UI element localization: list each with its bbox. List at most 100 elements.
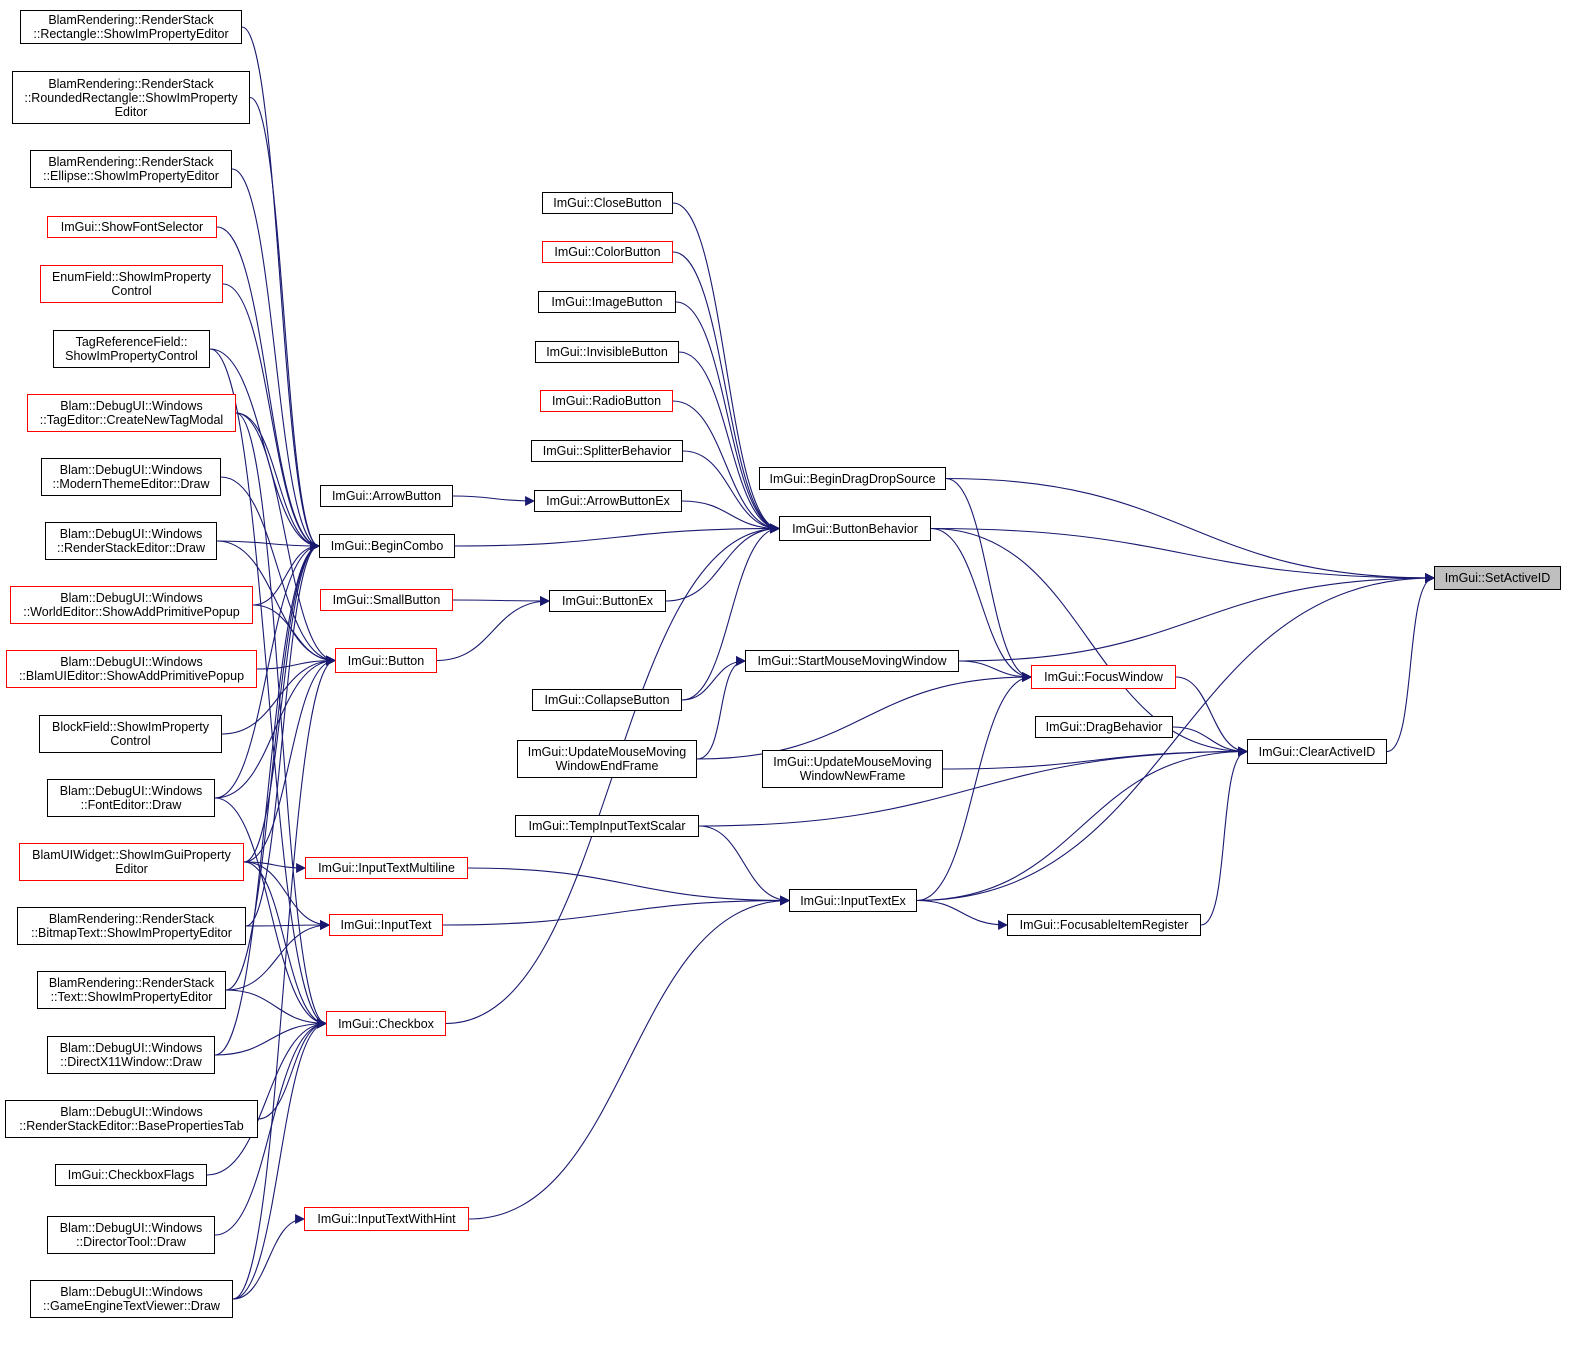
node-blam-debugui-windows-worldeditor-showaddprimitivepopup[interactable]: Blam::DebugUI::Windows::WorldEditor::Sho…	[10, 586, 253, 624]
edge-n45-n50	[916, 573, 1435, 902]
node-label: WindowEndFrame	[555, 759, 659, 773]
node-label: BlamRendering::RenderStack	[48, 976, 215, 990]
node-blam-debugui-windows-renderstackeditor-basepropertiestab[interactable]: Blam::DebugUI::Windows::RenderStackEdito…	[5, 1100, 258, 1138]
node-imgui-dragbehavior[interactable]: ImGui::DragBehavior	[1035, 716, 1173, 738]
node-label: ImGui::BeginCombo	[330, 539, 444, 553]
node-imgui-collapsebutton[interactable]: ImGui::CollapseButton	[532, 689, 682, 711]
node-blam-debugui-windows-directx11window-draw[interactable]: Blam::DebugUI::Windows::DirectX11Window:…	[47, 1036, 215, 1074]
edge-n46-n49	[1175, 676, 1248, 757]
node-label: ::WorldEditor::ShowAddPrimitivePopup	[23, 605, 240, 619]
node-imgui-inputtextmultiline[interactable]: ImGui::InputTextMultiline	[305, 857, 468, 879]
edge-n19-n28	[206, 1018, 327, 1176]
node-label: ImGui::FocusWindow	[1044, 670, 1163, 684]
edge-n38-n43	[681, 656, 746, 701]
node-imgui-arrowbuttonex[interactable]: ImGui::ArrowButtonEx	[534, 490, 682, 512]
node-blamrendering-renderstack-ellipse-showimpropertyeditor[interactable]: BlamRendering::RenderStack::Ellipse::Sho…	[30, 150, 232, 188]
node-imgui-smallbutton[interactable]: ImGui::SmallButton	[320, 589, 453, 611]
node-label: ImGui::ClearActiveID	[1258, 744, 1376, 759]
edge-n25-n37	[436, 596, 550, 662]
node-label: Blam::DebugUI::Windows	[59, 463, 203, 477]
node-label: ImGui::UpdateMouseMoving	[527, 745, 687, 759]
node-imgui-arrowbutton[interactable]: ImGui::ArrowButton	[320, 485, 453, 507]
node-label: ImGui::SmallButton	[332, 593, 441, 607]
edge-n10-n23	[252, 541, 320, 606]
node-label: ImGui::FocusableItemRegister	[1019, 918, 1189, 932]
node-blamrendering-renderstack-rectangle-showimpropertyeditor[interactable]: BlamRendering::RenderStack::Rectangle::S…	[20, 10, 242, 44]
edge-n37-n42	[665, 523, 780, 602]
edge-n17-n28	[214, 1018, 327, 1056]
edge-n3-n23	[231, 168, 320, 551]
node-blam-debugui-windows-fonteditor-draw[interactable]: Blam::DebugUI::Windows::FontEditor::Draw	[47, 779, 215, 817]
node-imgui-invisiblebutton[interactable]: ImGui::InvisibleButton	[535, 341, 679, 363]
node-label: ::TagEditor::CreateNewTagModal	[39, 413, 224, 427]
node-label: ::BlamUIEditor::ShowAddPrimitivePopup	[18, 669, 245, 683]
node-blamrendering-renderstack-text-showimpropertyeditor[interactable]: BlamRendering::RenderStack::Text::ShowIm…	[37, 971, 226, 1009]
node-imgui-buttonbehavior[interactable]: ImGui::ButtonBehavior	[779, 516, 931, 541]
node-label: Blam::DebugUI::Windows	[59, 1221, 203, 1235]
node-imgui-setactiveid[interactable]: ImGui::SetActiveID	[1434, 566, 1561, 590]
edge-n23-n42	[454, 523, 780, 547]
node-blamrendering-renderstack-roundedrectangle-showimpropertyeditor[interactable]: BlamRendering::RenderStack::RoundedRecta…	[12, 71, 250, 124]
node-label: EnumField::ShowImProperty	[51, 270, 212, 284]
node-imgui-focuswindow[interactable]: ImGui::FocusWindow	[1031, 665, 1176, 689]
node-imgui-checkbox[interactable]: ImGui::Checkbox	[326, 1011, 446, 1036]
node-imgui-inputtext[interactable]: ImGui::InputText	[329, 914, 443, 936]
node-label: ImGui::BeginDragDropSource	[769, 471, 936, 486]
edge-n31-n42	[672, 251, 780, 534]
node-label: ImGui::StartMouseMovingWindow	[757, 654, 947, 668]
node-imgui-radiobutton[interactable]: ImGui::RadioButton	[540, 390, 673, 412]
node-blam-debugui-windows-renderstackeditor-draw[interactable]: Blam::DebugUI::Windows::RenderStackEdito…	[45, 522, 217, 560]
edge-n44-n49	[942, 746, 1248, 770]
edge-n47-n49	[1172, 726, 1248, 757]
node-imgui-begindragdropsource[interactable]: ImGui::BeginDragDropSource	[759, 467, 946, 490]
node-blam-debugui-windows-tageditor-createnewtagmodal[interactable]: Blam::DebugUI::Windows::TagEditor::Creat…	[27, 394, 236, 432]
node-imgui-startmousemovingwindow[interactable]: ImGui::StartMouseMovingWindow	[745, 650, 959, 672]
node-imgui-closebutton[interactable]: ImGui::CloseButton	[542, 192, 673, 214]
node-blam-debugui-windows-blamuieditor-showaddprimitivepopup[interactable]: Blam::DebugUI::Windows::BlamUIEditor::Sh…	[6, 650, 257, 688]
edge-n49-n50	[1386, 573, 1435, 753]
node-blam-debugui-windows-modernthemeeditor-draw[interactable]: Blam::DebugUI::Windows::ModernThemeEdito…	[41, 458, 221, 496]
node-imgui-checkboxflags[interactable]: ImGui::CheckboxFlags	[55, 1164, 207, 1186]
node-imgui-splitterbehavior[interactable]: ImGui::SplitterBehavior	[531, 440, 683, 462]
edge-n16-n27	[225, 920, 330, 991]
edge-n40-n45	[698, 825, 790, 906]
node-blamrendering-renderstack-bitmaptext-showimpropertyeditor[interactable]: BlamRendering::RenderStack::BitmapText::…	[17, 907, 246, 945]
node-imgui-button[interactable]: ImGui::Button	[335, 648, 437, 673]
edge-n17-n23	[214, 541, 320, 1056]
node-imgui-inputtextex[interactable]: ImGui::InputTextEx	[789, 889, 917, 912]
edge-n13-n28	[214, 797, 327, 1029]
node-label: ::BitmapText::ShowImPropertyEditor	[31, 926, 232, 940]
node-imgui-clearactiveid[interactable]: ImGui::ClearActiveID	[1247, 739, 1387, 764]
edge-n39-n46	[696, 672, 1032, 760]
node-label: ImGui::ButtonEx	[561, 594, 653, 608]
node-label: ImGui::DragBehavior	[1045, 720, 1163, 734]
edge-n18-n28	[257, 1018, 327, 1120]
node-imgui-showfontselector[interactable]: ImGui::ShowFontSelector	[47, 216, 217, 238]
node-imgui-inputtextwithhint[interactable]: ImGui::InputTextWithHint	[304, 1207, 469, 1231]
node-label: ImGui::SetActiveID	[1444, 571, 1551, 585]
edge-n45-n48	[916, 899, 1008, 930]
node-imgui-colorbutton[interactable]: ImGui::ColorButton	[542, 241, 673, 263]
node-imgui-tempinputtextscalar[interactable]: ImGui::TempInputTextScalar	[515, 815, 699, 837]
edge-n29-n45	[468, 895, 790, 1220]
node-label: ImGui::ArrowButton	[331, 489, 442, 503]
node-blam-debugui-windows-directortool-draw[interactable]: Blam::DebugUI::Windows::DirectorTool::Dr…	[47, 1216, 215, 1254]
node-label: ::ModernThemeEditor::Draw	[52, 477, 210, 491]
node-label: ::Ellipse::ShowImPropertyEditor	[43, 169, 219, 183]
node-imgui-begincombo[interactable]: ImGui::BeginCombo	[319, 534, 455, 558]
edge-n40-n49	[698, 746, 1248, 827]
node-tagreferencefield-showimpropertycontrol[interactable]: TagReferenceField::ShowImPropertyControl	[53, 330, 210, 368]
node-imgui-buttonex[interactable]: ImGui::ButtonEx	[549, 590, 666, 612]
node-blam-debugui-windows-gameenginetextviewer-draw[interactable]: Blam::DebugUI::Windows::GameEngineTextVi…	[30, 1280, 233, 1318]
node-imgui-focusableitemregister[interactable]: ImGui::FocusableItemRegister	[1007, 914, 1201, 936]
edge-n7-n25	[235, 412, 336, 666]
edge-n43-n50	[958, 573, 1435, 662]
node-label: ImGui::ShowFontSelector	[60, 220, 204, 234]
node-imgui-imagebutton[interactable]: ImGui::ImageButton	[538, 291, 676, 313]
